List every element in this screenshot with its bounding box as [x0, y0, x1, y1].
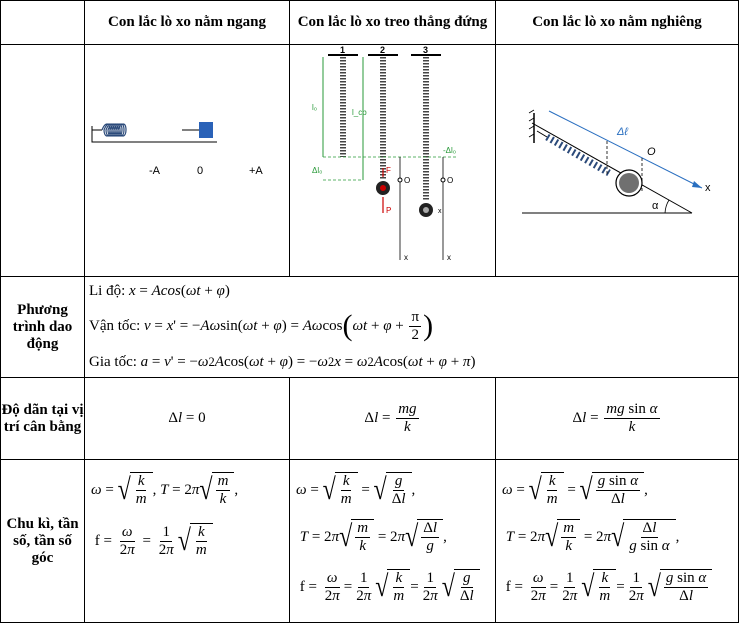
eq-velocity-label: Vận tốc:: [89, 317, 141, 334]
label-minus-a: -A: [149, 165, 161, 177]
figure-empty: [0, 44, 85, 277]
label-x-3: x: [447, 253, 451, 262]
label-delta-l: Δℓ: [616, 126, 628, 138]
label-weight: P: [386, 206, 391, 215]
eq-acceleration-label: Gia tốc:: [89, 353, 137, 370]
label-zero: 0: [197, 165, 203, 177]
equation-row: Phương trình dao động Li độ: x = Acos(ωt…: [0, 276, 739, 378]
label-alpha: α: [652, 200, 659, 212]
row-label-equation: Phương trình dao động: [0, 276, 85, 378]
vertical-spring-figure: 1 2 3 F P: [312, 45, 458, 262]
label-minus-dl0: -Δl₀: [443, 146, 456, 155]
header-empty: [0, 0, 85, 45]
label-o-3: O: [447, 176, 453, 185]
number-2: 2: [380, 45, 385, 55]
figure-vertical: 1 2 3 F P: [289, 44, 496, 277]
equation-cell: Li độ: x = Acos(ωt + φ) Vận tốc: v = x' …: [84, 276, 739, 378]
number-1: 1: [340, 45, 345, 55]
elongation-row: Độ dãn tại vị trí cân bằng Δl = 0 Δl = m…: [0, 377, 739, 460]
header-vertical: Con lắc lò xo treo thẳng đứng: [289, 0, 496, 45]
row-label-elongation: Độ dãn tại vị trí cân bằng: [0, 377, 85, 460]
header-row: Con lắc lò xo nằm ngang Con lắc lò xo tr…: [0, 0, 739, 45]
eq-position: Li độ: x = Acos(ωt + φ): [89, 282, 230, 299]
figure-inclined: Δℓ O x α: [495, 44, 739, 277]
label-x: x: [705, 182, 711, 194]
header-inclined: Con lắc lò xo nằm nghiêng: [495, 0, 739, 45]
label-o: O: [647, 146, 656, 158]
label-o-2: O: [404, 176, 410, 185]
label-x-2: x: [404, 253, 408, 262]
label-dl0: Δl₀: [312, 166, 322, 175]
label-force: F: [386, 166, 391, 175]
row-label-period: Chu kì, tần số, tần số góc: [0, 459, 85, 623]
eq-position-label: Li độ:: [89, 282, 126, 299]
figure-horizontal: -A 0 +A: [84, 44, 290, 277]
number-3: 3: [423, 45, 428, 55]
label-x-small: x: [438, 208, 442, 215]
header-horizontal: Con lắc lò xo nằm ngang: [84, 0, 290, 45]
label-lcb: l_cb: [352, 108, 367, 117]
label-plus-a: +A: [249, 165, 263, 177]
elong-horizontal: Δl = 0: [84, 377, 290, 460]
inclined-spring-figure: Δℓ O x α: [522, 109, 711, 214]
figure-row: -A 0 +A 1 2 3: [0, 44, 739, 277]
horizontal-spring-figure: -A 0 +A: [91, 122, 263, 177]
label-l0: l₀: [312, 103, 317, 112]
